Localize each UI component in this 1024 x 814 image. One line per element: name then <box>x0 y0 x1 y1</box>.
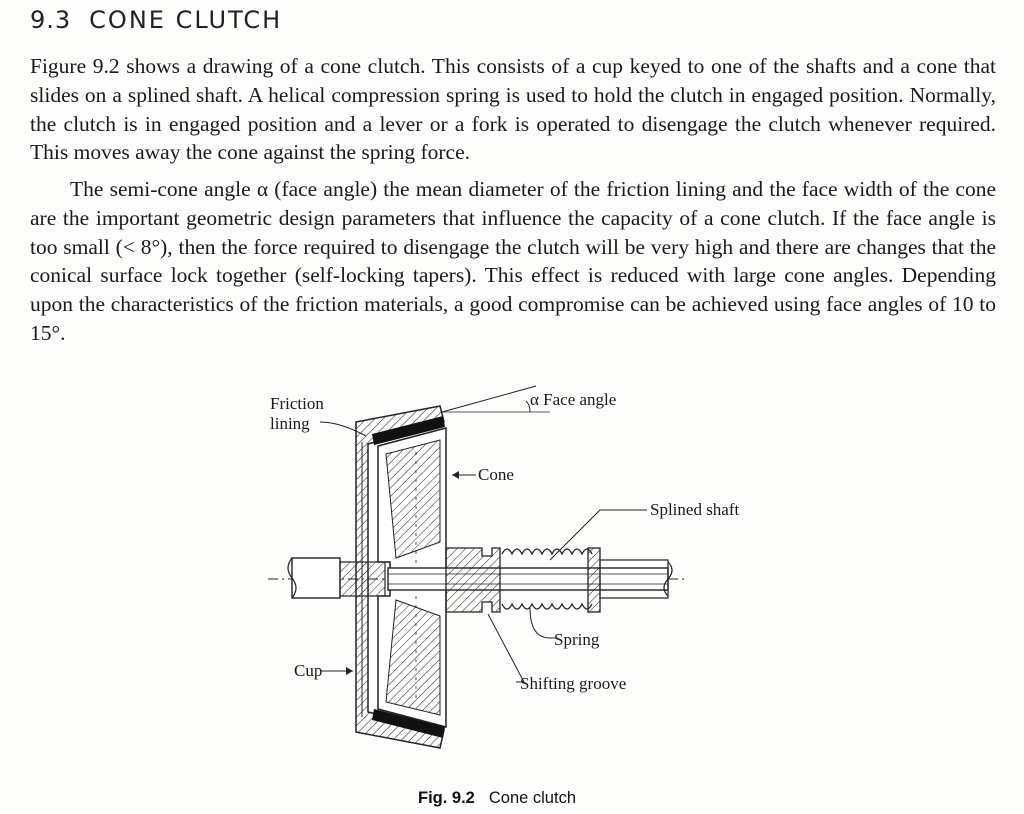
label-cup: Cup <box>294 661 323 680</box>
spring-coils <box>501 548 593 610</box>
section-title: CONE CLUTCH <box>89 6 283 34</box>
label-face-angle: α Face angle <box>530 390 617 409</box>
label-splined-shaft: Splined shaft <box>650 500 740 519</box>
friction-lining-bottom <box>372 709 445 738</box>
label-spring: Spring <box>554 630 600 649</box>
label-friction-line-2: lining <box>270 414 310 433</box>
paragraph-1: Figure 9.2 shows a drawing of a cone clu… <box>30 54 996 165</box>
label-shifting-groove: Shifting groove <box>520 674 627 693</box>
cup-body <box>355 405 445 749</box>
figure-caption-text: Cone clutch <box>488 789 576 807</box>
figure-number: Fig. 9.2 <box>418 789 475 807</box>
label-cone: Cone <box>478 465 514 484</box>
section-heading: 9.3 CONE CLUTCH <box>30 6 282 34</box>
section-number: 9.3 <box>30 6 72 34</box>
paragraph-2: The semi-cone angle α (face angle) the m… <box>30 177 996 345</box>
cone-clutch-figure: Friction lining α Face angle Cone Spline… <box>250 382 770 782</box>
cone-hub <box>445 547 501 613</box>
friction-lining-top <box>372 416 445 445</box>
label-friction-line-1: Friction <box>270 394 324 413</box>
figure-caption: Fig. 9.2 Cone clutch <box>418 789 576 808</box>
cone-clutch-drawing <box>268 385 688 749</box>
